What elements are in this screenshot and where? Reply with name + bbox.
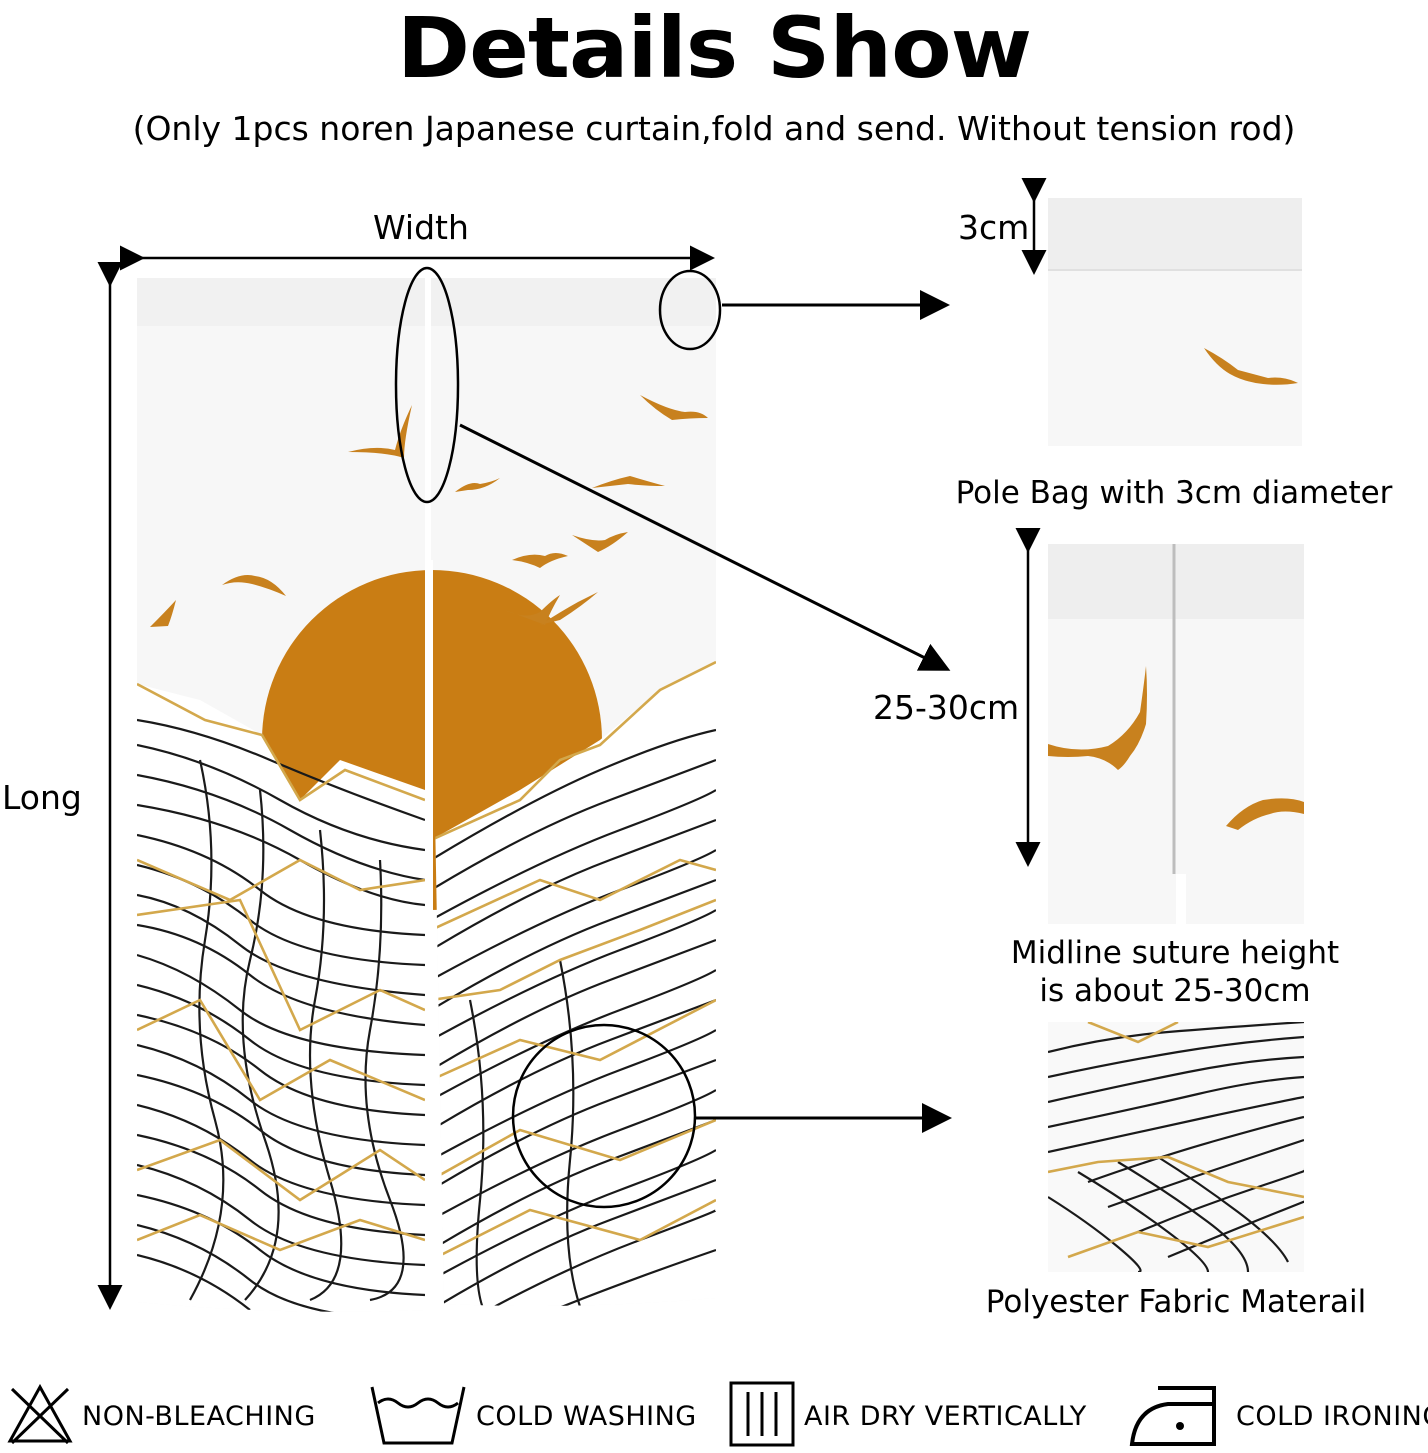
iron-icon [1128,1380,1228,1452]
care-cold-washing: COLD WASHING [368,1380,697,1452]
page-title: Details Show [396,0,1032,97]
caption-midline-line2: is about 25-30cm [1039,973,1311,1009]
detail-midline-suture-image [1048,544,1304,924]
caption-midline-line1: Midline suture height [1010,935,1340,971]
caption-midline-suture: Midline suture height is about 25-30cm [962,934,1388,1010]
birds [150,395,708,627]
care-air-dry: AIR DRY VERTICALLY [728,1380,1087,1452]
no-bleach-icon [6,1383,74,1449]
mountains-left [137,682,425,1312]
detail-fabric-image [1048,1022,1304,1272]
pole-height-label: 3cm [958,208,1030,247]
caption-fabric: Polyester Fabric Materail [985,1284,1367,1320]
dimension-arrows [97,178,1047,1310]
care-label-cold-ironing: COLD IRONING [1236,1400,1428,1432]
care-label-cold-washing: COLD WASHING [476,1400,697,1432]
suture-height-label: 25-30cm [873,688,1020,727]
care-label-non-bleaching: NON-BLEACHING [82,1400,316,1432]
long-label: Long [2,778,82,817]
mountains-right [431,660,716,1306]
detail-pole-bag-image [1048,198,1302,446]
care-non-bleaching: NON-BLEACHING [6,1380,316,1452]
care-label-air-dry: AIR DRY VERTICALLY [804,1400,1087,1432]
width-label: Width [373,208,469,247]
caption-pole-bag: Pole Bag with 3cm diameter [955,475,1393,511]
drip-dry-icon [728,1380,796,1452]
care-cold-ironing: COLD IRONING [1128,1380,1428,1452]
wash-tub-icon [368,1381,468,1451]
page-subtitle: (Only 1pcs noren Japanese curtain,fold a… [132,109,1296,148]
callout-arrows [459,290,952,1133]
